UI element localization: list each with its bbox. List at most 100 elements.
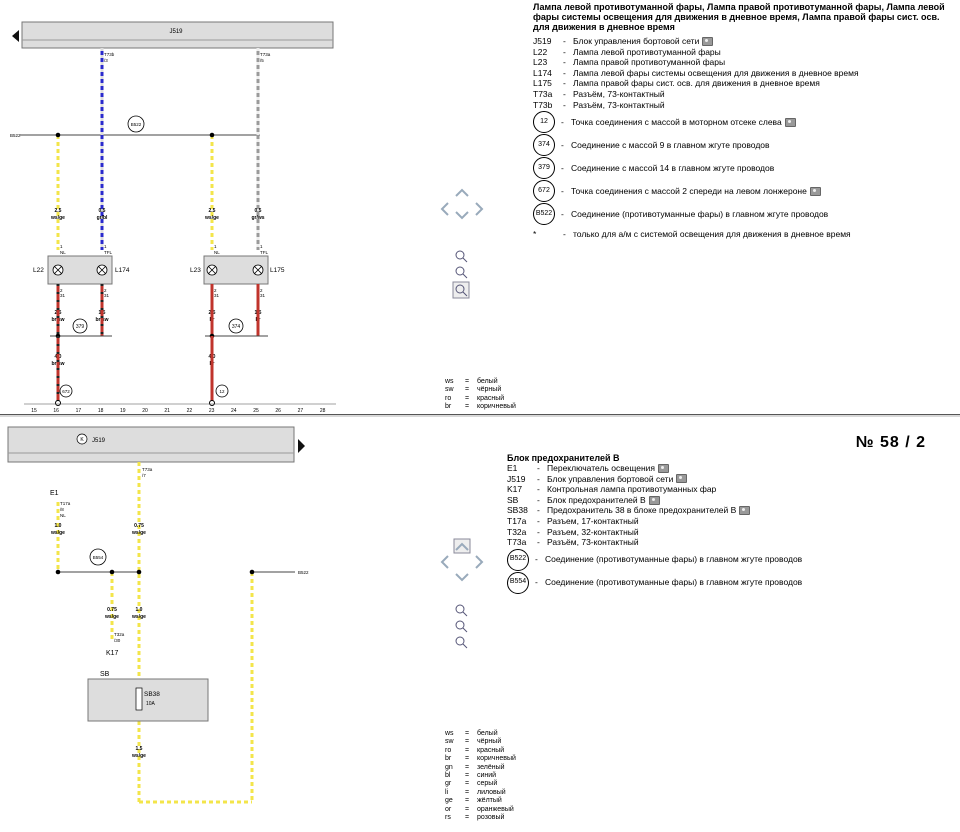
svg-text:12: 12 bbox=[219, 389, 225, 394]
ruler-tick: 19 bbox=[120, 408, 126, 414]
svg-text:2: 2 bbox=[60, 288, 63, 293]
legend-text: Разъём, 73-контактный bbox=[547, 537, 639, 548]
ruler-tick: 23 bbox=[209, 408, 215, 414]
legend-text: Соединение (противотуманные фары) в глав… bbox=[545, 577, 803, 588]
svg-text:ws/ge: ws/ge bbox=[104, 614, 119, 620]
nav-pad[interactable] bbox=[440, 188, 484, 220]
svg-text:T73a: T73a bbox=[142, 467, 153, 472]
ruler-tick: 26 bbox=[275, 408, 281, 414]
camera-icon[interactable] bbox=[658, 463, 670, 473]
legend-circle-row: B554-Соединение (противотуманные фары) в… bbox=[507, 571, 803, 594]
legend-code: T73a bbox=[533, 88, 553, 99]
legend-text: Разъем, 17-контактный bbox=[547, 515, 639, 526]
zoom-tools-bottom[interactable] bbox=[455, 604, 468, 649]
legend-code: T73a bbox=[507, 537, 527, 548]
camera-icon[interactable] bbox=[809, 186, 821, 196]
svg-text:1: 1 bbox=[260, 244, 263, 249]
camera-icon[interactable] bbox=[648, 495, 660, 505]
camera-icon[interactable] bbox=[702, 36, 714, 46]
connection-circle: 672 bbox=[533, 180, 555, 203]
fuse-sb38 bbox=[135, 687, 143, 711]
ruler-tick: 16 bbox=[53, 408, 59, 414]
legend-row: K17-Контрольная лампа противотуманных фа… bbox=[507, 484, 717, 495]
svg-text:SB: SB bbox=[100, 671, 110, 678]
legend-text: Разъем, 32-контактный bbox=[547, 526, 639, 537]
legend-code: E1 bbox=[507, 463, 518, 473]
color-key-row: gr=серый bbox=[445, 780, 498, 788]
svg-text:ws/ge: ws/ge bbox=[50, 530, 65, 536]
connection-circle: B522 bbox=[507, 548, 529, 571]
color-key-row: gn=зелёный bbox=[445, 763, 505, 771]
nav-pad-bottom[interactable] bbox=[440, 542, 484, 582]
svg-text:/30: /30 bbox=[114, 638, 121, 643]
svg-text:31: 31 bbox=[60, 293, 66, 298]
color-key-row: br=коричневый bbox=[445, 403, 516, 411]
svg-text:NL: NL bbox=[60, 250, 66, 255]
zoom-tools[interactable] bbox=[452, 250, 470, 299]
color-key-row: or=оранжевый bbox=[445, 805, 514, 813]
svg-text:ws/ge: ws/ge bbox=[131, 614, 146, 620]
camera-icon[interactable] bbox=[676, 474, 688, 484]
svg-text:ws/ge: ws/ge bbox=[131, 753, 146, 759]
svg-text:2: 2 bbox=[104, 288, 107, 293]
e1-label: E1 bbox=[50, 490, 59, 497]
svg-text:2: 2 bbox=[214, 288, 217, 293]
svg-text:10A: 10A bbox=[146, 701, 156, 707]
color-key-row: rs=розовый bbox=[445, 814, 505, 822]
b522-bus-label: B522 bbox=[10, 133, 21, 138]
legend-code: T17a bbox=[507, 515, 527, 526]
nav-up-button[interactable] bbox=[453, 538, 471, 554]
svg-text:1: 1 bbox=[60, 244, 63, 249]
svg-text:gr/ws: gr/ws bbox=[251, 215, 264, 221]
connection-circle: 374 bbox=[533, 134, 555, 157]
svg-text:NL: NL bbox=[214, 250, 220, 255]
legend-text: Лампа левой фары системы освещения для д… bbox=[573, 67, 859, 78]
svg-text:1: 1 bbox=[104, 244, 107, 249]
color-key-row: sw=чёрный bbox=[445, 738, 502, 746]
svg-text:379: 379 bbox=[76, 324, 85, 330]
connection-circle: 379 bbox=[533, 157, 555, 180]
l174-label: L174 bbox=[115, 267, 130, 274]
svg-text:NL: NL bbox=[60, 513, 66, 518]
svg-text:ws/ge: ws/ge bbox=[131, 530, 146, 536]
legend-text: Контрольная лампа противотуманных фар bbox=[547, 484, 717, 495]
color-key-row: sw=чёрный bbox=[445, 386, 502, 394]
legend-text: Точка соединения с массой 2 спереди на л… bbox=[571, 185, 807, 196]
j519-unit-box bbox=[21, 21, 334, 49]
ruler-tick: 22 bbox=[187, 408, 193, 414]
page-number: № 58 / 2 bbox=[855, 434, 926, 451]
legend-row: T17a-Разъем, 17-контактный bbox=[507, 515, 639, 526]
legend-code: SB bbox=[507, 494, 519, 505]
legend-code: T73b bbox=[533, 99, 553, 110]
prev-page-arrow-icon[interactable] bbox=[12, 30, 19, 42]
svg-text:T32a: T32a bbox=[114, 632, 125, 637]
legend-text: Разъём, 73-контактный bbox=[573, 99, 665, 110]
next-page-arrow-icon[interactable] bbox=[298, 439, 305, 453]
svg-text:374: 374 bbox=[232, 324, 241, 330]
svg-text:ws/ge: ws/ge bbox=[50, 215, 65, 221]
connection-circle: 12 bbox=[533, 111, 555, 134]
legend-row: J519-Блок управления бортовой сети bbox=[507, 474, 802, 485]
svg-text:0.75: 0.75 bbox=[107, 607, 117, 613]
diagram-sheet-bottom: K J519 B554 B522 T73a/7 T17a/8 NL T32a/3… bbox=[0, 417, 960, 832]
connection-circle: B522 bbox=[533, 203, 555, 226]
camera-icon[interactable] bbox=[784, 117, 796, 127]
connection-circle: B554 bbox=[507, 571, 529, 594]
b522-circle-label: B522 bbox=[131, 122, 142, 127]
svg-text:ws/ge: ws/ge bbox=[204, 215, 219, 221]
legend-code: L174 bbox=[533, 67, 552, 78]
color-key-row: br=коричневый bbox=[445, 755, 516, 763]
legend-circle-row: 672-Точка соединения с массой 2 спереди … bbox=[533, 180, 859, 203]
camera-icon[interactable] bbox=[739, 506, 751, 516]
ruler-tick: 17 bbox=[76, 408, 82, 414]
legend-text: Соединение (противотуманные фары) в глав… bbox=[545, 554, 803, 565]
svg-text:/5: /5 bbox=[260, 58, 264, 63]
j519-unit-box-bottom bbox=[7, 426, 295, 463]
svg-text:0.5: 0.5 bbox=[99, 208, 106, 214]
ruler-tick: 28 bbox=[320, 408, 326, 414]
svg-text:1.0: 1.0 bbox=[136, 607, 143, 613]
legend-circle-row: 12-Точка соединения с массой в моторном … bbox=[533, 111, 859, 134]
svg-text:31: 31 bbox=[214, 293, 220, 298]
